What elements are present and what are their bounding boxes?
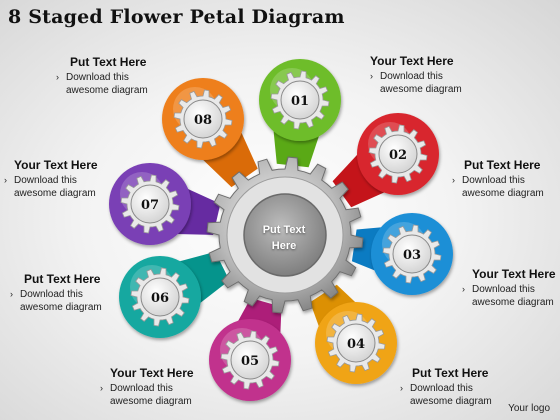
label-06: Put Text Here › Download this awesome diag… bbox=[10, 272, 160, 314]
number-disc bbox=[392, 234, 432, 274]
number-disc bbox=[280, 80, 320, 120]
chevron-right-icon: › bbox=[4, 175, 7, 185]
label-text-line-1: Download this bbox=[20, 289, 83, 300]
label-02: Put Text Here › Download this awesome diag… bbox=[452, 158, 560, 200]
petal-04: 04 bbox=[310, 284, 397, 384]
page-title: 8 Staged Flower Petal Diagram bbox=[8, 6, 345, 28]
label-07: Your Text Here › Download this awesome dia… bbox=[4, 158, 154, 200]
label-04: Put Text Here › Download this awesome diag… bbox=[400, 366, 550, 408]
center-hub bbox=[206, 156, 364, 314]
label-01: Your Text Here › Download this awesome dia… bbox=[370, 54, 520, 96]
petal-number: 05 bbox=[241, 354, 259, 369]
petal-number: 07 bbox=[141, 198, 159, 213]
petal-07: 07 bbox=[109, 163, 221, 245]
number-disc bbox=[230, 340, 270, 380]
chevron-right-icon: › bbox=[452, 175, 455, 185]
label-heading: Put Text Here bbox=[464, 158, 541, 172]
center-label-line-1: Put Text bbox=[262, 224, 306, 236]
label-text-line-1: Download this bbox=[14, 175, 77, 186]
label-heading: Your Text Here bbox=[472, 267, 556, 281]
label-text-line-1: Download this bbox=[380, 71, 443, 82]
label-text-line-1: Download this bbox=[66, 72, 129, 83]
chevron-right-icon: › bbox=[400, 383, 403, 393]
label-text-line-2: awesome diagram bbox=[110, 396, 192, 407]
number-disc bbox=[336, 323, 376, 363]
petal-number: 01 bbox=[291, 94, 309, 109]
label-text-line-2: awesome diagram bbox=[380, 84, 462, 95]
petal-05: 05 bbox=[209, 298, 291, 401]
number-disc bbox=[130, 184, 170, 224]
label-text-line-1: Download this bbox=[410, 383, 473, 394]
petal-06: 06 bbox=[119, 251, 230, 338]
chevron-right-icon: › bbox=[370, 71, 373, 81]
chevron-right-icon: › bbox=[10, 289, 13, 299]
label-heading: Put Text Here bbox=[412, 366, 489, 380]
petal-02: 02 bbox=[332, 113, 439, 208]
label-heading: Put Text Here bbox=[70, 55, 147, 69]
petal-number: 04 bbox=[347, 337, 365, 352]
label-heading: Your Text Here bbox=[370, 54, 454, 68]
label-text-line-2: awesome diagram bbox=[472, 297, 554, 308]
center-label-line-2: Here bbox=[271, 240, 297, 252]
number-disc bbox=[140, 277, 180, 317]
center-label: Put Text Here bbox=[244, 222, 324, 254]
petal-01: 01 bbox=[259, 59, 341, 168]
label-text-line-1: Download this bbox=[472, 284, 535, 295]
hub-center bbox=[243, 193, 327, 277]
label-text-line-2: awesome diagram bbox=[14, 188, 96, 199]
chevron-right-icon: › bbox=[462, 284, 465, 294]
petal-number: 06 bbox=[151, 291, 169, 306]
number-disc bbox=[183, 99, 223, 139]
petal-number: 08 bbox=[194, 113, 212, 128]
label-text-line-2: awesome diagram bbox=[410, 396, 492, 407]
chevron-right-icon: › bbox=[100, 383, 103, 393]
label-heading: Your Text Here bbox=[110, 366, 194, 380]
chevron-right-icon: › bbox=[56, 72, 59, 82]
label-text-line-1: Download this bbox=[462, 175, 525, 186]
label-text-line-2: awesome diagram bbox=[20, 302, 102, 313]
label-text-line-2: awesome diagram bbox=[462, 188, 544, 199]
logo-placeholder: Your logo bbox=[508, 403, 550, 414]
label-heading: Your Text Here bbox=[14, 158, 98, 172]
number-disc bbox=[378, 134, 418, 174]
petal-08: 08 bbox=[162, 78, 258, 188]
label-text-line-1: Download this bbox=[110, 383, 173, 394]
petal-number: 02 bbox=[389, 148, 407, 163]
label-heading: Put Text Here bbox=[24, 272, 101, 286]
label-text-line-2: awesome diagram bbox=[66, 85, 148, 96]
petal-03: 03 bbox=[351, 213, 453, 295]
label-08: Put Text Here › Download this awesome diag… bbox=[56, 55, 206, 97]
label-05: Your Text Here › Download this awesome dia… bbox=[100, 366, 250, 408]
petal-number: 03 bbox=[403, 248, 421, 263]
label-03: Your Text Here › Download this awesome dia… bbox=[462, 267, 560, 309]
